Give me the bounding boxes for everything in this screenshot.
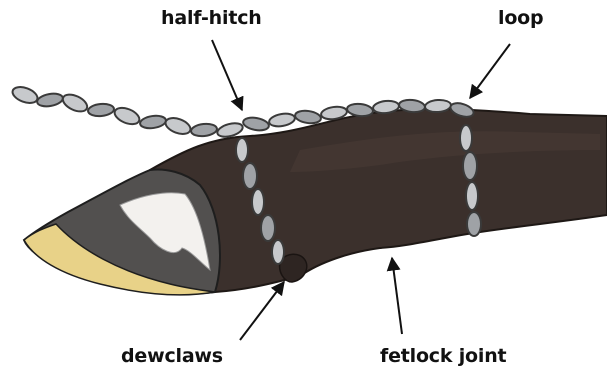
label-half-hitch: half-hitch — [161, 7, 262, 29]
arrow-dewclaws — [240, 282, 284, 340]
label-fetlock-joint: fetlock joint — [380, 345, 506, 367]
arrow-fetlock — [392, 258, 402, 334]
arrow-half-hitch — [212, 40, 242, 110]
label-dewclaws: dewclaws — [121, 345, 223, 367]
arrow-loop — [470, 44, 510, 98]
label-loop: loop — [498, 7, 543, 29]
